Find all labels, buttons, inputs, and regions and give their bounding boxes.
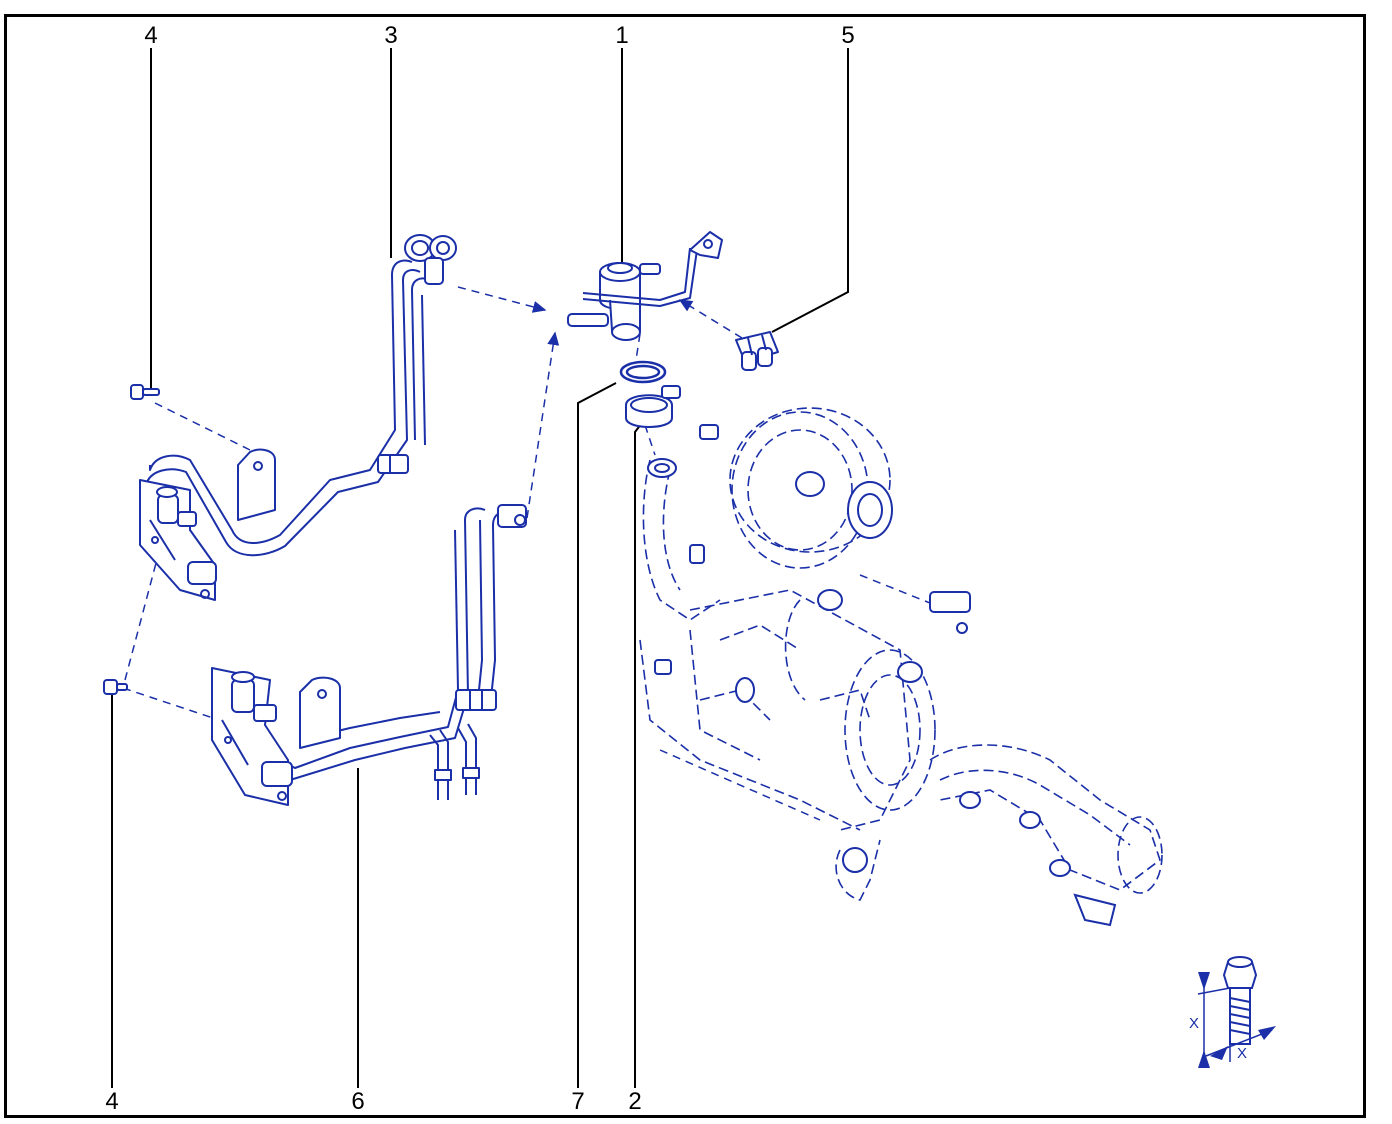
- callout-3-top: 3: [384, 22, 398, 49]
- o-ring-part-7: [619, 360, 667, 384]
- assembly-guides: [122, 286, 936, 821]
- diagram-frame: [4, 14, 1366, 1118]
- sensor-part-1: [567, 231, 723, 341]
- callout-6-bottom: 6: [351, 1088, 365, 1115]
- dimension-label-width: X: [1236, 1045, 1247, 1062]
- clamp-part-2: [625, 385, 681, 428]
- pipe-assembly-part-3: [139, 234, 457, 601]
- dimension-arrows: [1198, 972, 1276, 1068]
- exhaust-solid-details: [647, 424, 1117, 927]
- leader-5-top: [771, 48, 849, 333]
- callout-1-top: 1: [615, 22, 629, 49]
- pipe-assembly-part-6: [211, 504, 527, 806]
- bolt-top-part-4: [130, 384, 160, 400]
- clip-part-5: [735, 331, 779, 371]
- callout-4-top: 4: [144, 22, 158, 49]
- callout-7-bottom: 7: [571, 1088, 585, 1115]
- leader-7-bottom: [577, 382, 617, 1088]
- bolt-dimension-icon: [1197, 956, 1273, 1062]
- leader-2-bottom: [634, 414, 649, 1088]
- bolt-bottom-part-4: [103, 679, 128, 695]
- callout-4-bottom: 4: [105, 1088, 119, 1115]
- callout-2-bottom: 2: [628, 1088, 642, 1115]
- callout-5-top: 5: [841, 22, 855, 49]
- dimension-label-height: X: [1188, 1015, 1199, 1032]
